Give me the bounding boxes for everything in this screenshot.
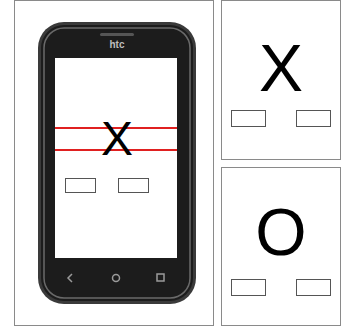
- stimulus-letter: X: [101, 115, 133, 163]
- stimulus-letter: X: [259, 35, 303, 101]
- stimulus-letter: O: [255, 199, 306, 265]
- brand-label: htc: [110, 40, 125, 50]
